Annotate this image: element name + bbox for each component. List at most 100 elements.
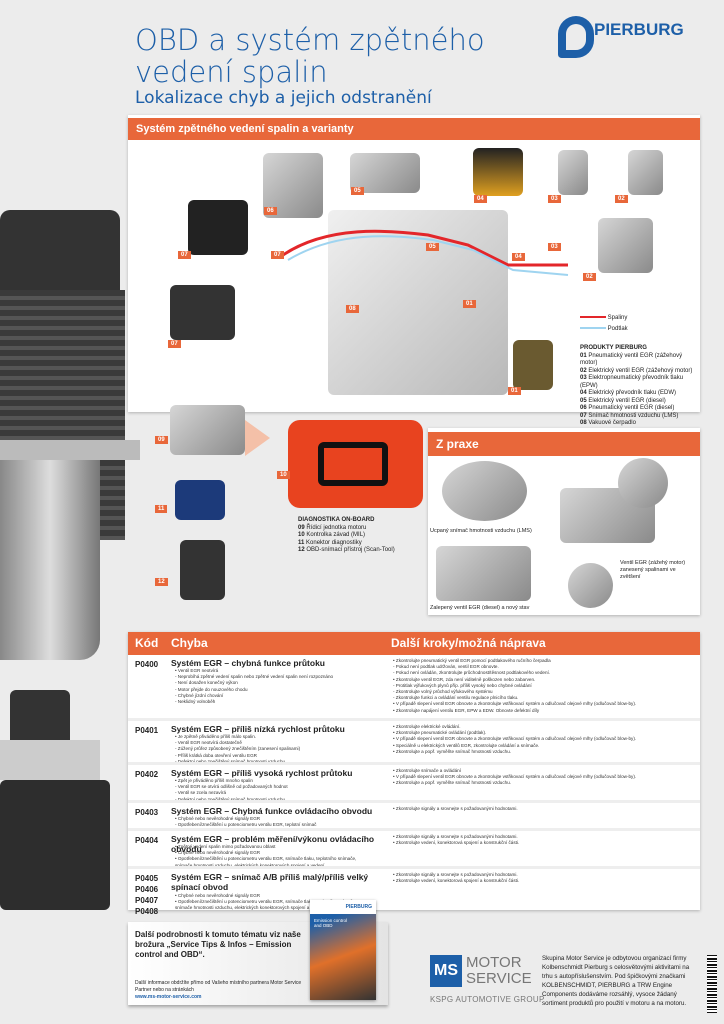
magnified-view-image [618, 458, 668, 508]
pierburg-logo: PIERBURG [558, 16, 698, 64]
barcode [707, 955, 717, 1013]
group-name: KSPG AUTOMOTIVE GROUP [430, 995, 545, 1004]
fault-actions: • Zkontrolujte elektrické ovládání. • Zk… [393, 724, 637, 754]
brochure-cover: PIERBURG Emission control and OBD [310, 900, 376, 1000]
fault-actions: • Zkontrolujte signály a srovnejte s pož… [393, 834, 520, 846]
badge: 04 [474, 195, 487, 203]
fault-causes: • Zpět je přiváděno příliš mnoho spalin … [175, 778, 288, 802]
badge: 07 [271, 251, 284, 259]
obd-list: DIAGNOSTIKA ON-BOARD 09 Řídicí jednotka … [298, 517, 395, 553]
diag-connector-image [175, 480, 225, 520]
fault-code: P0401 [135, 726, 159, 735]
fault-title: Systém EGR – příliš vysoká rychlost průt… [171, 768, 353, 778]
cover-brand: PIERBURG [310, 900, 376, 914]
badge: 10 [277, 471, 290, 479]
lms-07-image [188, 200, 248, 255]
egr-valve-01-image [513, 340, 553, 390]
pressure-transducer-photo [0, 690, 110, 920]
fault-title: Systém EGR – příliš nízká rychlost průto… [171, 724, 345, 734]
fault-actions: • Zkontrolujte signály a srovnejte s pož… [393, 872, 520, 884]
badge: 05 [351, 187, 364, 195]
engine-warning-icon [318, 442, 388, 486]
fault-title: Systém EGR – Chybná funkce ovládacího ob… [171, 806, 373, 816]
badge: 07 [168, 340, 181, 348]
egr-valve-05-image [350, 153, 420, 193]
logo-text: SERVICE [466, 970, 532, 987]
badge: 03 [548, 243, 561, 251]
table-row: P0402 Systém EGR – příliš vysoká rychlost… [128, 762, 700, 802]
table-row: P0401 Systém EGR – příliš nízká rychlost … [128, 718, 700, 764]
badge: 02 [583, 273, 596, 281]
products-list: PRODUKTY PIERBURG 01 Pneumatický ventil … [580, 345, 693, 426]
col-action: Další kroky/možná náprava [391, 636, 546, 650]
exhaust-vacuum-lines [282, 229, 569, 276]
fault-causes: • Zpětné vedení spalin mimo požadovanou … [175, 844, 357, 868]
fault-code: P0402 [135, 770, 159, 779]
logo-text: MOTOR [466, 954, 522, 971]
fault-title: Systém EGR – chybná funkce průtoku [171, 658, 325, 668]
fault-code: P0400 [135, 660, 159, 669]
egr-valve-comparison-image [436, 546, 531, 601]
table-header: Kód Chyba Další kroky/možná náprava [128, 632, 700, 655]
company-about: Skupina Motor Service je odbytovou organ… [542, 955, 690, 1007]
lms-07b-image [170, 285, 235, 340]
col-code: Kód [135, 636, 159, 650]
badge: 09 [155, 436, 168, 444]
badge: 07 [178, 251, 191, 259]
badge: 02 [615, 195, 628, 203]
practice-heading: Z praxe [428, 432, 700, 456]
fault-code: P0405 P0406 P0407 P0408 [135, 874, 159, 916]
egr-valve-02-image [628, 150, 663, 195]
ecu-image [170, 405, 245, 455]
magnified-view-image [568, 563, 613, 608]
fault-table: Kód Chyba Další kroky/možná náprava P040… [128, 632, 700, 916]
badge: 01 [508, 387, 521, 395]
fault-causes: • Je zpětně přiváděno příliš málo spalin… [175, 734, 301, 764]
fault-title: Systém EGR – snímač A/B příliš malý/příl… [171, 872, 369, 892]
fault-causes: • Ventil EGR neotvírá - Neprobíhá zpětné… [175, 668, 334, 705]
cover-title: Emission control and OBD [314, 918, 348, 928]
fault-causes: • Chybné nebo nevěrohodné signály EGR - … [175, 816, 317, 828]
fault-actions: • Zkontrolujte pneumatický ventil EGR po… [393, 658, 637, 713]
line-legend: Spaliny Podtlak [580, 315, 628, 333]
table-row: P0404 Systém EGR – problém měření/výkonu … [128, 828, 700, 868]
caption: Ucpaný snímač hmotnosti vzduchu (LMS) [430, 528, 532, 534]
fault-actions: • Zkontrolujte snímače a ovládání • V př… [393, 768, 637, 786]
diagram-heading: Systém zpětného vedení spalin a varianty [128, 118, 700, 140]
badge: 05 [426, 243, 439, 251]
diagram-panel: Systém zpětného vedení spalin a varianty… [128, 115, 700, 426]
motor-service-logo: MS MOTOR SERVICE KSPG AUTOMOTIVE GROUP [430, 954, 545, 1004]
egr-valve-photo [0, 200, 140, 660]
website-link[interactable]: www.ms-motor-service.com [135, 994, 202, 1000]
scan-tool-image [180, 540, 225, 600]
brochure-heading: Další podrobnosti k tomuto tématu viz na… [135, 930, 301, 959]
badge: 04 [512, 253, 525, 261]
egr-valve-02b-image [598, 218, 653, 273]
table-row: P0403 Systém EGR – Chybná funkce ovládací… [128, 800, 700, 828]
badge: 03 [548, 195, 561, 203]
caption: Ventil EGR (zážehý motor) zanesený spali… [620, 560, 686, 580]
table-row: P0405 P0406 P0407 P0408 Systém EGR – sním… [128, 866, 700, 916]
badge: 06 [264, 207, 277, 215]
brochure-info: Další informace obdržíte přímo od Vašeho… [135, 980, 302, 993]
badge: 12 [155, 578, 168, 586]
edw-04-image [473, 148, 523, 196]
practice-panel: Z praxe Ucpaný snímač hmotnosti vzduchu … [428, 428, 700, 615]
clogged-lms-image [442, 461, 527, 521]
arrow-shape [245, 420, 270, 456]
fault-actions: • Zkontrolujte signály a srovnejte s pož… [393, 806, 518, 811]
col-fault: Chyba [171, 636, 208, 650]
badge: 08 [346, 305, 359, 313]
fault-code: P0403 [135, 808, 159, 817]
page-subtitle: Lokalizace chyb a jejich odstranění [135, 88, 432, 108]
fault-title: Systém EGR – problém měření/výkonu ovlád… [171, 834, 375, 854]
epw-03-image [558, 150, 588, 195]
badge: 01 [463, 300, 476, 308]
caption: Zalepený ventil EGR (diesel) a nový stav [430, 605, 530, 611]
badge: 11 [155, 505, 168, 513]
engine-image [328, 210, 508, 395]
mil-lamp-image [288, 420, 423, 508]
fault-code: P0404 [135, 836, 159, 845]
